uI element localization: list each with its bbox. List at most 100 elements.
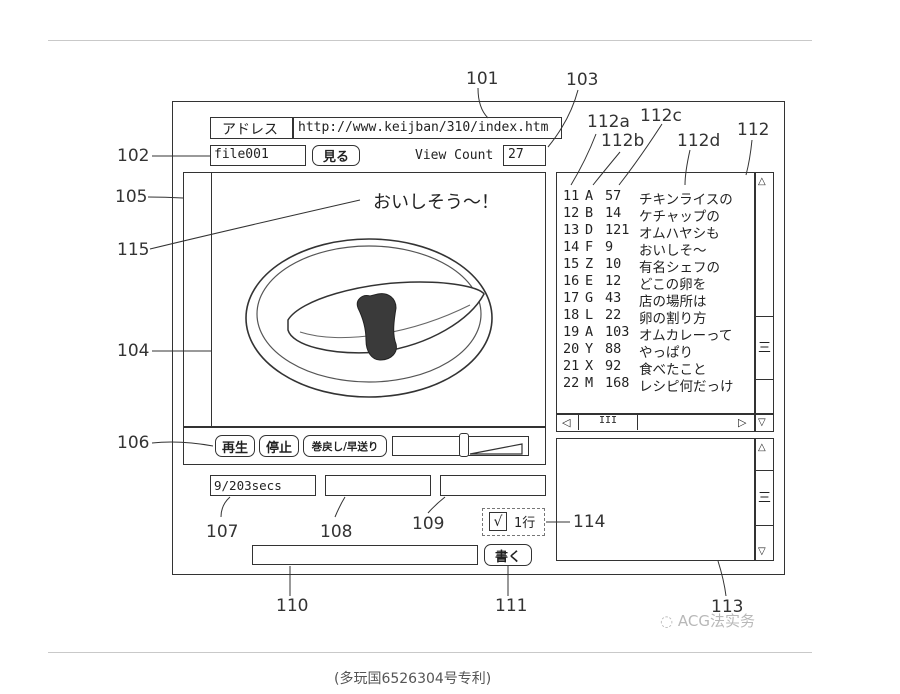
comment-line-number: 21 <box>563 358 580 374</box>
comment-user: E <box>585 273 594 289</box>
comment-line-number: 14 <box>563 239 580 255</box>
detail-scroll-up-arrow-icon[interactable]: △ <box>758 442 766 453</box>
comment-text: どこの卵を <box>639 277 707 293</box>
comment-user: L <box>585 307 594 323</box>
detail-vscroll-track[interactable] <box>754 438 756 561</box>
comment-text: 有名シェフの <box>639 260 720 276</box>
detail-vscroll-thumb[interactable]: 三 <box>755 470 774 526</box>
info-box-109 <box>440 475 546 496</box>
watermark: ◌ ACG法实务 <box>660 610 755 631</box>
comment-line-number: 20 <box>563 341 580 357</box>
detail-vscroll-thumb-label: 三 <box>757 491 771 506</box>
ref-106: 106 <box>117 433 150 453</box>
comment-list-hscroll-line <box>556 413 774 415</box>
comment-line-number: 17 <box>563 290 580 306</box>
write-button[interactable]: 書く <box>484 544 532 566</box>
one-line-checkbox[interactable]: √ <box>489 512 507 531</box>
ref-113: 113 <box>711 597 744 617</box>
comment-list-vscroll-track[interactable] <box>754 172 756 432</box>
comment-line-number: 15 <box>563 256 580 272</box>
ketchup-sauce <box>356 293 397 361</box>
top-rule <box>48 40 812 41</box>
plate-inner <box>256 245 482 383</box>
one-line-frame <box>482 508 545 536</box>
address-divider <box>292 117 294 139</box>
comment-time: 168 <box>605 375 630 391</box>
plate-outer <box>245 238 493 398</box>
volume-wedge <box>469 443 523 455</box>
comment-time: 57 <box>605 188 622 204</box>
ref-112c: 112c <box>640 106 682 126</box>
comment-time: 9 <box>605 239 614 255</box>
comment-text: おいしそ～ <box>639 243 707 259</box>
comment-user: A <box>585 188 594 204</box>
comment-text: ケチャップの <box>639 209 720 225</box>
bottom-rule <box>48 652 812 653</box>
comment-text: 卵の割り方 <box>639 311 707 327</box>
ref-102: 102 <box>117 146 150 166</box>
view-count-box <box>503 145 546 166</box>
comment-line-number: 13 <box>563 222 580 238</box>
watermark-text: ACG法实务 <box>677 612 755 630</box>
view-button[interactable]: 見る <box>312 145 360 166</box>
one-line-label: 1行 <box>514 516 536 531</box>
vscroll-thumb[interactable]: 三 <box>755 316 774 380</box>
comment-line-number: 16 <box>563 273 580 289</box>
volume-slider-handle[interactable] <box>459 433 469 457</box>
ref-110: 110 <box>276 596 309 616</box>
scroll-up-arrow-icon[interactable]: △ <box>758 176 766 187</box>
comment-time: 103 <box>605 324 630 340</box>
comment-time: 12 <box>605 273 622 289</box>
vscroll-thumb-label: 三 <box>757 341 771 356</box>
comment-time: 14 <box>605 205 622 221</box>
hscroll-thumb[interactable]: III <box>578 415 638 430</box>
play-button[interactable]: 再生 <box>215 435 255 457</box>
comment-text: やっぱり <box>639 345 693 361</box>
comment-time: 92 <box>605 358 622 374</box>
comment-text: オムカレーって <box>639 328 733 344</box>
view-count-label: View Count <box>415 148 494 163</box>
video-separator <box>183 426 546 428</box>
ref-112: 112 <box>737 120 770 140</box>
comment-time: 88 <box>605 341 622 357</box>
comment-time: 22 <box>605 307 622 323</box>
ref-101: 101 <box>466 69 499 89</box>
checkbox-check-icon: √ <box>493 513 503 530</box>
view-count-value: 27 <box>508 147 524 162</box>
ref-112a: 112a <box>587 112 630 132</box>
file-input-box[interactable] <box>210 145 306 166</box>
comment-detail-panel <box>556 438 774 561</box>
time-display: 9/203secs <box>214 478 282 493</box>
detail-scroll-down-arrow-icon[interactable]: ▽ <box>758 546 766 557</box>
ref-112b: 112b <box>601 131 645 151</box>
stop-button[interactable]: 停止 <box>259 435 299 457</box>
speech-text: おいしそう～！ <box>373 192 499 213</box>
comment-line-number: 18 <box>563 307 580 323</box>
scroll-left-arrow-icon[interactable]: ◁ <box>562 416 571 429</box>
comment-time: 121 <box>605 222 630 238</box>
scroll-right-arrow-icon[interactable]: ▷ <box>738 416 747 429</box>
comment-line-number: 12 <box>563 205 580 221</box>
comment-time: 10 <box>605 256 622 272</box>
comment-user: Y <box>585 341 594 357</box>
time-display-box <box>210 475 316 496</box>
ref-111: 111 <box>495 596 528 616</box>
comment-time: 43 <box>605 290 622 306</box>
scroll-down-arrow-icon[interactable]: ▽ <box>758 417 766 428</box>
comment-user: F <box>585 239 594 255</box>
ref-115: 115 <box>117 240 150 260</box>
ref-114: 114 <box>573 512 606 532</box>
comment-user: B <box>585 205 594 221</box>
ref-104: 104 <box>117 341 150 361</box>
file-input[interactable]: file001 <box>214 147 269 162</box>
comment-input[interactable] <box>252 545 478 565</box>
comment-list-panel <box>556 172 774 432</box>
rewind-fastforward-button[interactable]: 巻戻し/早送り <box>303 435 387 457</box>
comment-user: G <box>585 290 594 306</box>
wechat-icon: ◌ <box>660 612 678 630</box>
address-input[interactable]: http://www.keijban/310/index.htm <box>298 120 549 135</box>
comment-text: レシピ何だっけ <box>639 379 734 395</box>
comment-user: X <box>585 358 594 374</box>
info-box-108 <box>325 475 431 496</box>
